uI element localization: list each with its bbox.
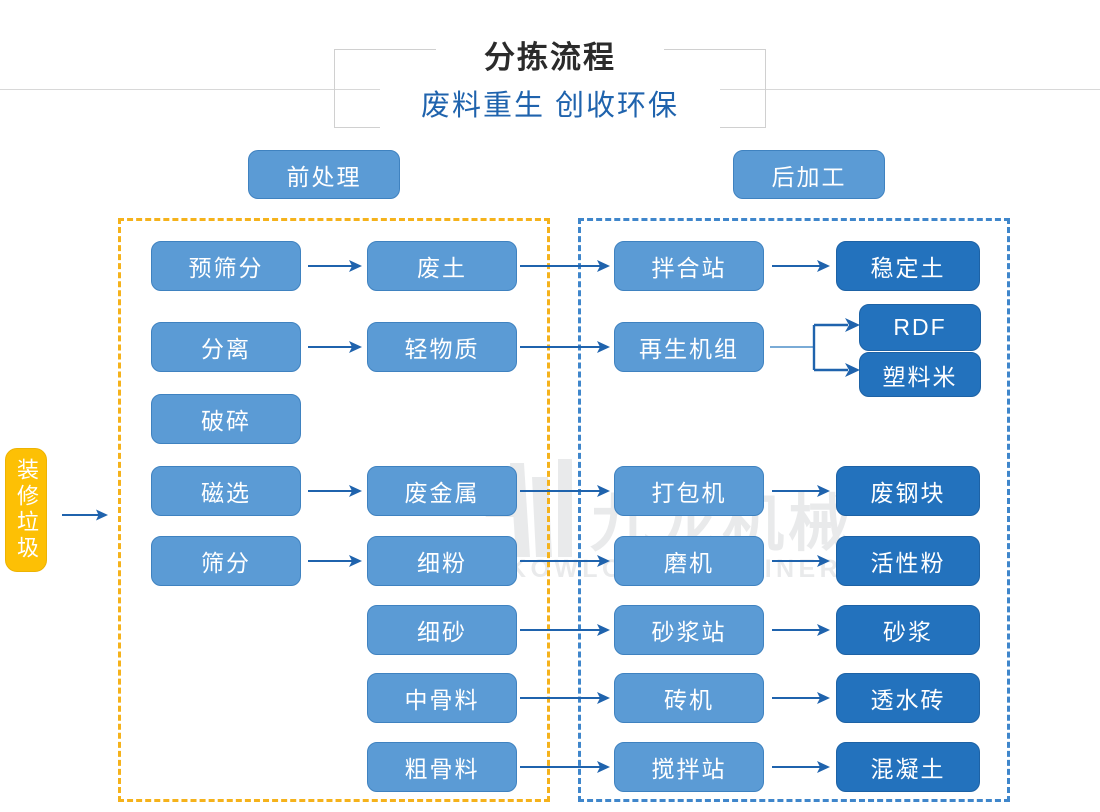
node-screening[interactable]: 筛分 xyxy=(151,536,301,586)
arrow-medium-aggregate-to-brick-machine xyxy=(520,688,612,708)
arrow-baler-to-scrap-steel-block xyxy=(772,481,832,501)
node-stabilized-soil[interactable]: 稳定土 xyxy=(836,241,980,291)
page-subtitle: 废料重生 创收环保 xyxy=(420,90,680,122)
node-brick-machine[interactable]: 砖机 xyxy=(614,673,764,723)
header-subtitle-backdrop xyxy=(380,84,720,128)
node-mixing-station[interactable]: 拌合站 xyxy=(614,241,764,291)
header-title-backdrop xyxy=(436,36,664,80)
node-mortar[interactable]: 砂浆 xyxy=(836,605,980,655)
node-permeable-brick[interactable]: 透水砖 xyxy=(836,673,980,723)
arrow-mortar-station-to-mortar xyxy=(772,620,832,640)
arrow-brick-machine-to-permeable-brick xyxy=(772,688,832,708)
node-plastic-pellets[interactable]: 塑料米 xyxy=(859,352,981,397)
section-label-post-process[interactable]: 后加工 xyxy=(733,150,885,199)
node-medium-aggregate[interactable]: 中骨料 xyxy=(367,673,517,723)
arrow-batching-station-to-concrete xyxy=(772,757,832,777)
section-label-pre-process[interactable]: 前处理 xyxy=(248,150,400,199)
arrow-separation-to-light-material xyxy=(308,337,364,357)
node-rdf[interactable]: RDF xyxy=(859,304,981,351)
node-coarse-aggregate[interactable]: 粗骨料 xyxy=(367,742,517,792)
node-waste-soil[interactable]: 废土 xyxy=(367,241,517,291)
arrow-grinding-mill-to-active-powder xyxy=(772,551,832,571)
node-fine-sand[interactable]: 细砂 xyxy=(367,605,517,655)
node-pre-screening[interactable]: 预筛分 xyxy=(151,241,301,291)
node-light-material[interactable]: 轻物质 xyxy=(367,322,517,372)
node-concrete-batching-station[interactable]: 搅拌站 xyxy=(614,742,764,792)
arrow-magnetic-to-scrap-metal xyxy=(308,481,364,501)
pre-process-group-boundary xyxy=(118,218,550,802)
page-title: 分拣流程 xyxy=(484,40,616,75)
arrow-mixing-station-to-stabilized-soil xyxy=(772,256,832,276)
node-separation[interactable]: 分离 xyxy=(151,322,301,372)
node-scrap-metal[interactable]: 废金属 xyxy=(367,466,517,516)
node-scrap-steel-block[interactable]: 废钢块 xyxy=(836,466,980,516)
post-process-group-boundary xyxy=(578,218,1010,802)
node-regeneration-unit[interactable]: 再生机组 xyxy=(614,322,764,372)
arrow-pre-screening-to-waste-soil xyxy=(308,256,364,276)
arrow-regeneration-unit-branch xyxy=(770,300,866,390)
arrow-fine-powder-to-grinding-mill xyxy=(520,551,612,571)
arrow-fine-sand-to-mortar-station xyxy=(520,620,612,640)
node-magnetic-separation[interactable]: 磁选 xyxy=(151,466,301,516)
arrow-waste-soil-to-mixing-station xyxy=(520,256,612,276)
node-mortar-station[interactable]: 砂浆站 xyxy=(614,605,764,655)
node-concrete[interactable]: 混凝土 xyxy=(836,742,980,792)
node-baler[interactable]: 打包机 xyxy=(614,466,764,516)
arrow-source-to-group xyxy=(62,505,110,525)
node-crushing[interactable]: 破碎 xyxy=(151,394,301,444)
source-node-renovation-waste[interactable]: 装修垃圾 xyxy=(5,448,47,572)
arrow-light-material-to-regeneration-unit xyxy=(520,337,612,357)
node-fine-powder[interactable]: 细粉 xyxy=(367,536,517,586)
node-active-powder[interactable]: 活性粉 xyxy=(836,536,980,586)
arrow-coarse-aggregate-to-batching-station xyxy=(520,757,612,777)
arrow-scrap-metal-to-baler xyxy=(520,481,612,501)
node-grinding-mill[interactable]: 磨机 xyxy=(614,536,764,586)
arrow-screening-to-fine-powder xyxy=(308,551,364,571)
